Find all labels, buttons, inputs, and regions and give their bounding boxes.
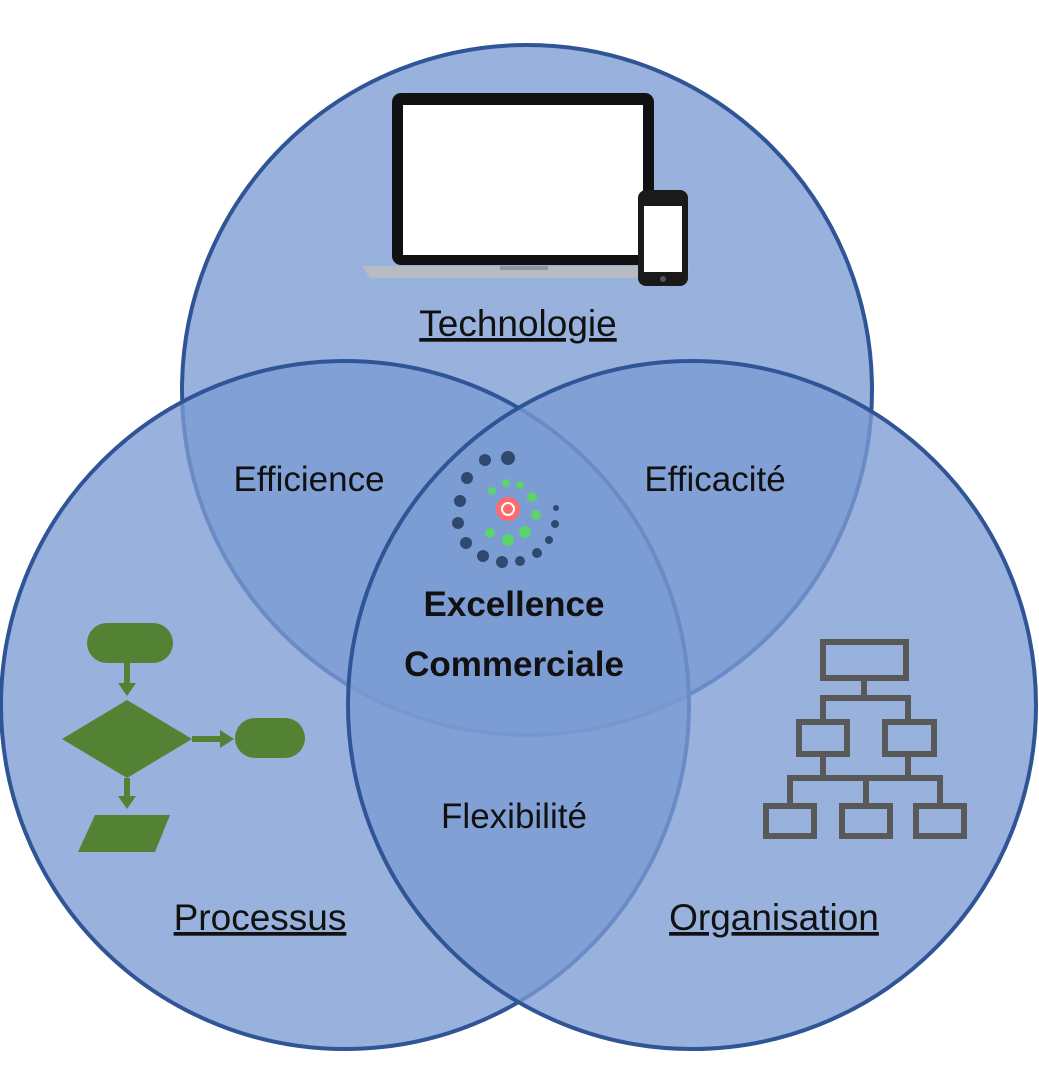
label-efficacite: Efficacité [644, 460, 785, 499]
label-processus: Processus [174, 897, 347, 938]
label-organisation: Organisation [669, 897, 879, 938]
laptop-phone-icon [362, 93, 690, 286]
center-title-line2: Commerciale [404, 645, 624, 684]
flowchart-icon [62, 623, 305, 852]
label-efficience: Efficience [233, 460, 384, 499]
spiral-dots-logo-icon [452, 451, 559, 568]
center-title-line1: Excellence [424, 585, 605, 624]
label-technologie: Technologie [419, 303, 616, 344]
org-chart-icon [763, 639, 967, 839]
label-flexibilite: Flexibilité [441, 797, 587, 836]
